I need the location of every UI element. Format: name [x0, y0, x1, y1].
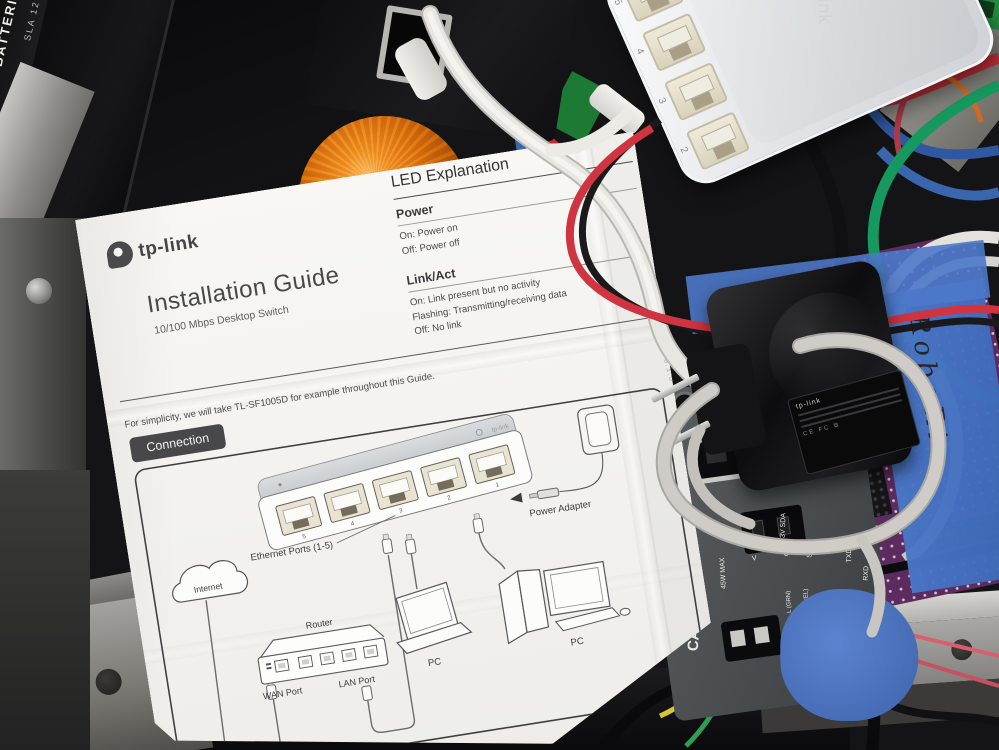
power-adapter-device: tp-link CE FC ⧉ [650, 257, 922, 503]
power-v-label: V [751, 554, 758, 563]
port-number: 4 [633, 46, 646, 57]
can-terminal [720, 614, 784, 663]
silkscreen-3v3-sda: 3.3V SDA [779, 512, 788, 544]
port-number: 5 [611, 0, 624, 8]
router-label: Router [305, 617, 333, 631]
leader-line [334, 516, 398, 543]
can-l-label: L (GRN) [785, 590, 793, 614]
desktop-cable [479, 530, 505, 573]
power-slot [750, 519, 766, 540]
metal-plate-left-lower [0, 470, 90, 750]
silkscreen-txd: TXD [845, 548, 854, 563]
tplink-logo-icon [105, 240, 135, 270]
diagram-port-number: 5 [302, 534, 307, 541]
installation-guide-paper: tp-link Installation Guide 10/100 Mbps D… [75, 132, 726, 750]
diagram-port-number: 4 [350, 521, 355, 528]
switch-ports: 5 4 3 2 1 [276, 445, 518, 546]
desktop-drawing: PC [498, 555, 635, 659]
rj45-port [663, 61, 729, 122]
can-slot [753, 626, 770, 644]
white-plug-boot [586, 80, 648, 138]
diagram-switch-brand: tp-link [491, 423, 510, 434]
diagram-port-number: 1 [495, 482, 500, 489]
rj45-connector-icon [473, 518, 484, 533]
tplink-logo: tp-link [105, 229, 200, 269]
laptop-drawing: PC [389, 580, 476, 674]
port-number: 2 [677, 145, 690, 156]
dc-barrel-plug [537, 488, 559, 499]
power-connector [739, 504, 807, 555]
rj45-connector-icon [362, 686, 373, 701]
bolt-head [26, 278, 52, 304]
pc-desktop-label: PC [570, 636, 585, 649]
internet-label: Internet [193, 580, 224, 594]
internet-cloud: Internet [169, 557, 249, 603]
diagram-port-number: 2 [447, 495, 452, 502]
arrow-left-icon [509, 493, 522, 505]
rj45-connector-icon [382, 539, 393, 554]
switch-brand-logo: tp-link [813, 0, 835, 25]
silkscreen-rxd: RXD [862, 565, 871, 581]
rj45-port [641, 12, 707, 73]
brand-text: tp-link [136, 231, 201, 262]
power-adapter-label: Power Adapter [529, 499, 592, 520]
diagram-port-number: 3 [399, 508, 404, 515]
rj45-port [685, 111, 751, 171]
power-max-label: 45W MAX [719, 557, 728, 590]
switch-drawing: tp-link 5 4 3 2 1 [252, 411, 533, 551]
laptop-cable [411, 553, 417, 589]
rj45-connector-icon [405, 539, 416, 554]
port-number: 3 [655, 96, 668, 106]
can-slot [729, 629, 746, 648]
blue-putty-blob [780, 589, 919, 722]
port-tab [646, 0, 671, 12]
power-c-label: C [783, 550, 790, 559]
connection-diagram: Power Adapter tp-link 5 [133, 386, 716, 750]
pc-laptop-label: PC [427, 656, 442, 669]
silkscreen-scl: SCL [806, 543, 815, 558]
lan-switch-cable [346, 555, 416, 734]
drill-hole [93, 667, 124, 697]
